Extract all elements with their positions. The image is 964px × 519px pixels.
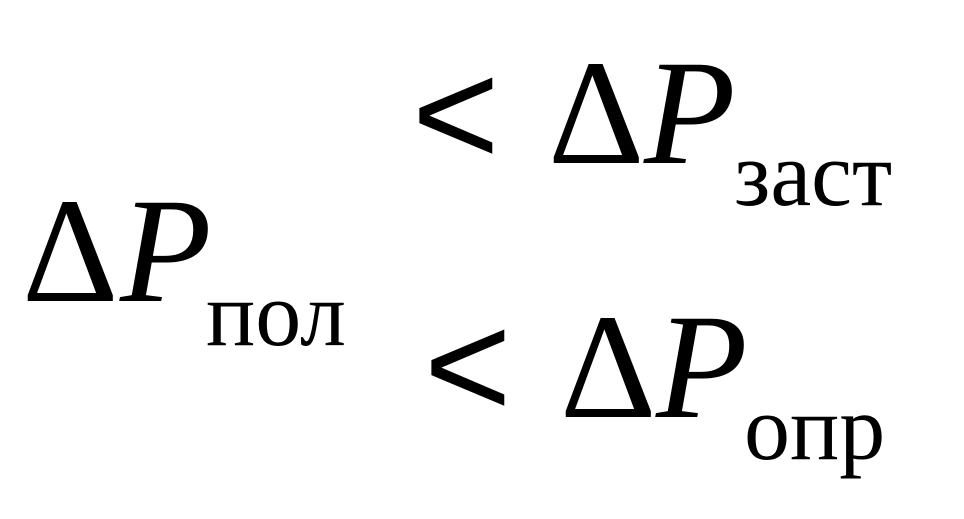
left-variable: P [120, 168, 212, 334]
left-delta: Δ [22, 168, 119, 334]
left-subscript: пол [206, 263, 346, 365]
top-subscript: заст [734, 123, 893, 225]
bottom-delta: Δ [560, 284, 657, 450]
bottom-variable: P [656, 284, 748, 450]
bottom-less-than: < [424, 281, 512, 449]
top-variable: P [644, 30, 736, 196]
top-less-than: < [412, 29, 500, 197]
bottom-subscript: опр [744, 377, 886, 479]
top-delta: Δ [548, 30, 645, 196]
